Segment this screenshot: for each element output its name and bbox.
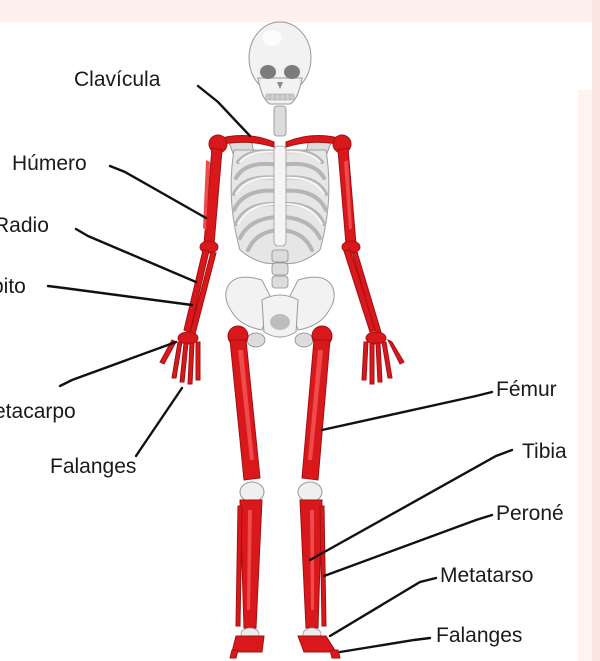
ribcage (231, 146, 329, 264)
label-metacarpo: etacarpo (0, 400, 76, 423)
skull (249, 22, 311, 104)
cervical-spine (274, 106, 286, 136)
label-humero: Húmero (12, 152, 87, 175)
leader-clavicula (198, 86, 250, 136)
lumbar-spine (272, 250, 288, 288)
right-arm (333, 135, 404, 384)
leader-falanges-pie (340, 638, 430, 652)
leader-humero (110, 166, 206, 218)
right-leg (298, 326, 340, 658)
left-leg (228, 326, 264, 658)
label-cubito: bito (0, 275, 26, 298)
left-arm (160, 135, 227, 384)
label-radio: Radio (0, 214, 49, 237)
leader-falanges-mano (136, 388, 182, 456)
leader-radio (76, 229, 196, 282)
label-metatarso: Metatarso (440, 564, 533, 587)
leader-cubito (48, 286, 192, 305)
label-tibia: Tibia (522, 440, 567, 463)
leader-femur (322, 392, 492, 430)
label-perone: Peroné (496, 502, 564, 525)
leader-metacarpo (60, 342, 176, 386)
label-falanges-mano: Falanges (50, 455, 136, 478)
label-falanges-pie: Falanges (436, 624, 522, 647)
leader-metatarso (330, 578, 436, 636)
label-femur: Fémur (496, 378, 557, 401)
label-clavicula: Clavícula (74, 68, 161, 91)
